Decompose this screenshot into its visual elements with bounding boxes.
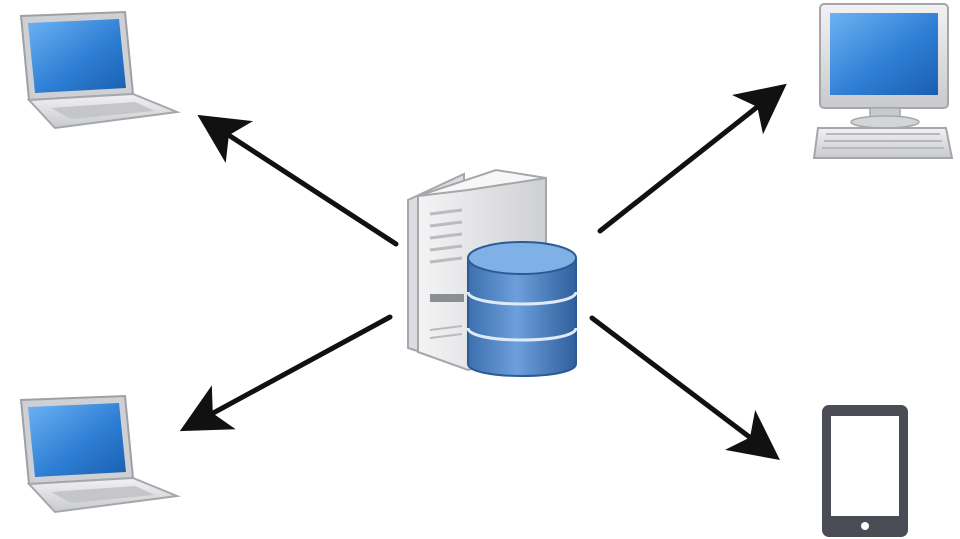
database-server-icon xyxy=(407,168,578,377)
laptop-icon xyxy=(19,394,181,514)
arrow-to-tablet-bottom-right xyxy=(589,315,780,461)
arrow-to-laptop-bottom-left xyxy=(179,314,393,432)
tablet-icon xyxy=(822,405,908,537)
arrows xyxy=(179,83,787,461)
arrow-to-desktop-top-right xyxy=(597,83,787,234)
database-icon xyxy=(466,241,578,377)
desktop-computer-icon xyxy=(812,3,954,159)
laptop-icon xyxy=(19,10,181,130)
arrow-to-laptop-top-left xyxy=(197,114,399,247)
